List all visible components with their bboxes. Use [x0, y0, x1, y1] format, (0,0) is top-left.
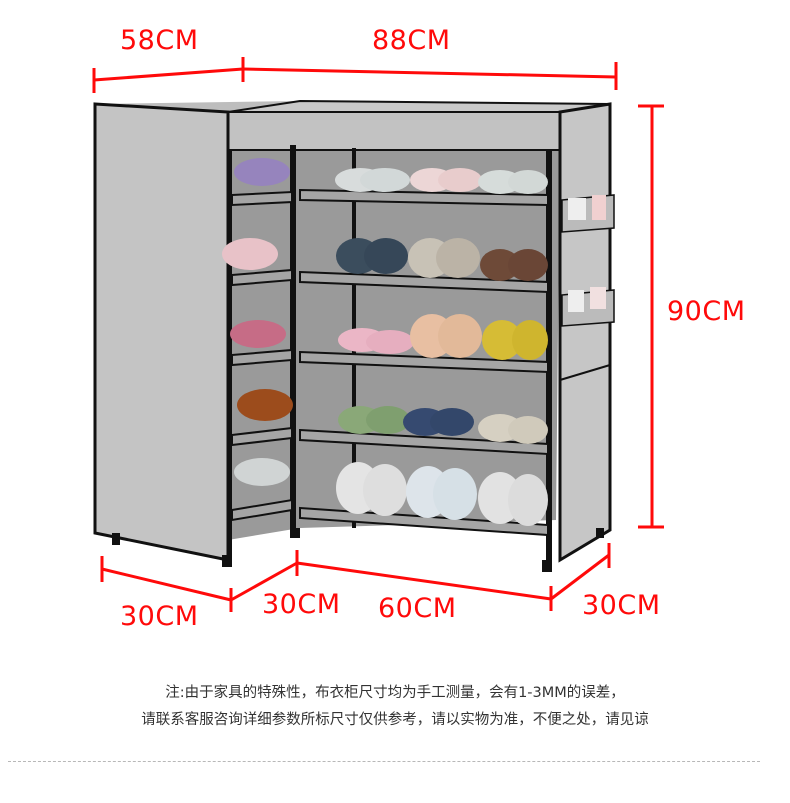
- dimension-bottom-right-depth: 30CM: [582, 590, 661, 621]
- dashed-divider: [8, 761, 760, 762]
- dimension-top-left: 58CM: [120, 25, 199, 56]
- dimension-bottom-front-width: 60CM: [378, 593, 457, 624]
- dimension-bottom-left-depth: 30CM: [120, 601, 199, 632]
- dimension-height: 90CM: [667, 296, 746, 327]
- disclaimer-line-1: 注:由于家具的特殊性，布衣柜尺寸均为手工测量，会有1-3MM的误差，: [165, 685, 625, 701]
- dimension-top-right: 88CM: [372, 25, 451, 56]
- dimension-bottom-inner-depth: 30CM: [262, 589, 341, 620]
- disclaimer-line-2: 请联系客服咨询详细参数所标尺寸仅供参考，请以实物为准，不便之处，请见谅: [141, 712, 649, 728]
